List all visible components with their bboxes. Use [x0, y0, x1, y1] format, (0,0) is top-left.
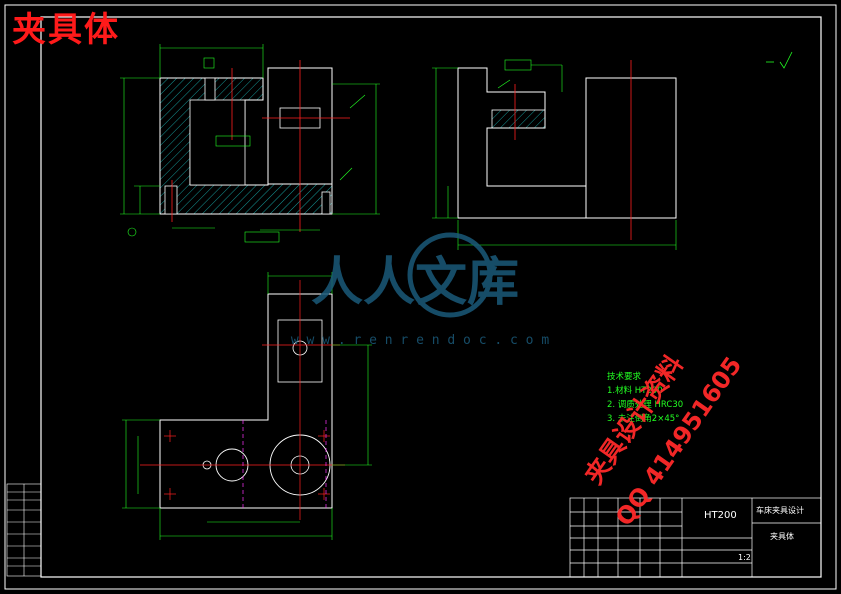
title-block-scale: 1:2	[738, 553, 751, 562]
title-block-material: HT200	[704, 510, 737, 521]
main-view	[120, 44, 380, 243]
watermark-logo: 人人文库 w w w . r e n r e n d o c . c o m	[291, 232, 549, 348]
side-view	[432, 59, 677, 250]
watermark-url: w w w . r e n r e n d o c . c o m	[291, 333, 549, 348]
left-strip-table	[6, 483, 42, 577]
notes-title: 技术要求	[607, 372, 642, 382]
inner-frame	[40, 16, 822, 578]
notes-item: 1.材料 HT200	[607, 386, 663, 396]
stamp-title: 夹具体	[12, 10, 120, 50]
technical-notes: 技术要求 1.材料 HT200 2. 调质处理 HRC30 3. 未注倒角2×4…	[607, 370, 683, 426]
title-block-part-name: 夹具体	[770, 532, 794, 541]
outer-frame	[4, 4, 837, 590]
watermark-center-text: 人人文库	[311, 253, 519, 313]
title-block	[569, 497, 822, 578]
roughness-symbol	[766, 51, 793, 69]
plan-view	[122, 272, 372, 540]
title-block-drawing-title: 车床夹具设计	[756, 506, 804, 515]
notes-item: 3. 未注倒角2×45°	[607, 414, 680, 424]
notes-item: 2. 调质处理 HRC30	[607, 400, 684, 410]
